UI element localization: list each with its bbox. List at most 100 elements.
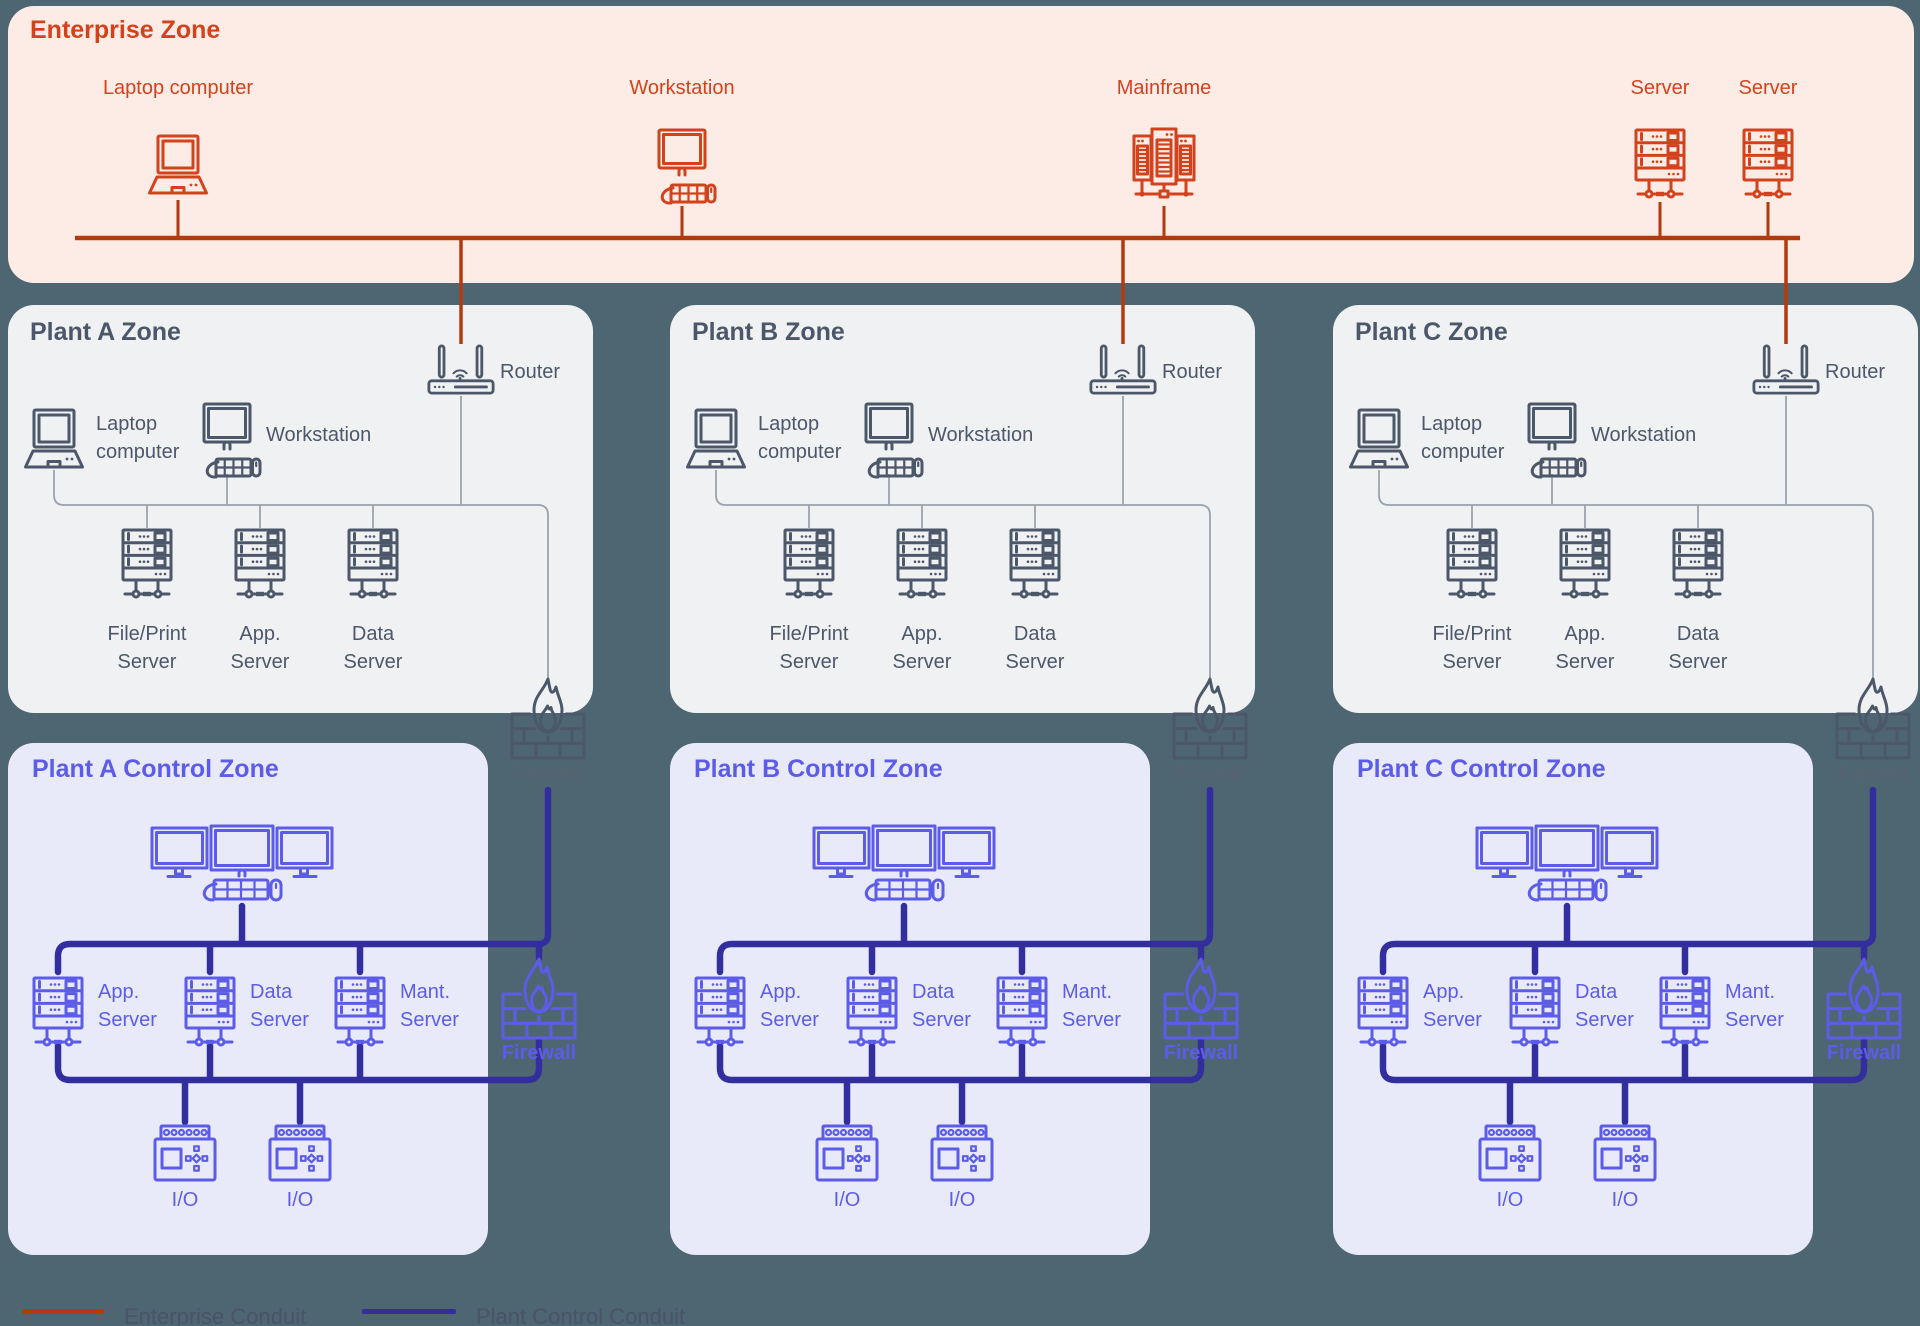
- data-server-icon: [1009, 528, 1061, 599]
- firewall-label: Firewall: [501, 1042, 577, 1064]
- data-server-label-line2: Server: [912, 1009, 971, 1031]
- file-print-server-icon: [1446, 528, 1498, 599]
- app-server-label-line1: App.: [760, 981, 802, 1003]
- io-unit-icon: [1593, 1124, 1657, 1182]
- laptop-label-line2: computer: [1421, 441, 1505, 463]
- file-print-server-label-line1: File/Print: [769, 623, 849, 645]
- workstation-label: Workstation: [928, 424, 1034, 446]
- firewall-label: Firewall: [1175, 763, 1245, 785]
- plant-zone-title: Plant C Zone: [1355, 318, 1508, 346]
- workstation-label: Workstation: [266, 424, 372, 446]
- laptop-label-line1: Laptop: [96, 413, 158, 435]
- io-unit-icon: [268, 1124, 332, 1182]
- file-print-server-label-line1: File/Print: [1432, 623, 1512, 645]
- plant-control-conduit-legend-label: Plant Control Conduit: [476, 1304, 686, 1326]
- firewall-label: Firewall: [1163, 1042, 1239, 1064]
- data-server-icon: [1672, 528, 1724, 599]
- firewall-icon: [510, 676, 586, 762]
- app-server-label-line2: Server: [1555, 651, 1615, 673]
- app-server-label-line1: App.: [1423, 981, 1465, 1003]
- router-icon: [427, 344, 495, 395]
- app-server-label-line1: App.: [901, 623, 943, 645]
- data-server-label-line2: Server: [343, 651, 403, 673]
- mant-server-label-line1: Mant.: [400, 981, 451, 1003]
- plant-zone-title: Plant B Zone: [692, 318, 845, 346]
- enterprise-conduit-legend-label: Enterprise Conduit: [124, 1304, 307, 1326]
- data-server-icon: [347, 528, 399, 599]
- file-print-server-label-line2: Server: [1442, 651, 1502, 673]
- mainframe-icon: [1132, 127, 1196, 199]
- data-server-label-line1: Data: [1575, 981, 1618, 1003]
- mant-server-label-line1: Mant.: [1725, 981, 1776, 1003]
- router-label: Router: [500, 361, 561, 383]
- mant-server-icon: [1659, 976, 1711, 1047]
- firewall-icon: [1835, 676, 1911, 762]
- laptop-label-line1: Laptop: [1421, 413, 1483, 435]
- control-workstation-monitors-icon: [150, 824, 334, 902]
- app-server-label-line2: Server: [892, 651, 952, 673]
- plant-a-zone: [8, 305, 593, 713]
- data-server-label-line1: Data: [351, 623, 395, 645]
- mant-server-label-line1: Mant.: [1062, 981, 1113, 1003]
- file-print-server-icon: [783, 528, 835, 599]
- workstation-icon: [202, 402, 262, 479]
- laptop-icon: [148, 134, 208, 195]
- plant-b-zone: [670, 305, 1255, 713]
- enterprise-zone-title: Enterprise Zone: [30, 16, 221, 44]
- file-print-server-label-line2: Server: [117, 651, 177, 673]
- app-server-label-line2: Server: [230, 651, 290, 673]
- workstation-icon: [1527, 402, 1587, 479]
- io-unit-icon: [930, 1124, 994, 1182]
- mainframe-label: Mainframe: [1116, 77, 1212, 99]
- router-icon: [1752, 344, 1820, 395]
- app-server-label-line2: Server: [1423, 1009, 1482, 1031]
- data-server-label-line2: Server: [1668, 651, 1728, 673]
- firewall-icon: [1826, 956, 1902, 1042]
- server-icon: [1634, 128, 1686, 199]
- server-label: Server: [1630, 77, 1690, 99]
- file-print-server-label-line1: File/Print: [107, 623, 187, 645]
- app-server-icon: [1559, 528, 1611, 599]
- laptop-label-line1: Laptop: [758, 413, 820, 435]
- io-unit-icon: [815, 1124, 879, 1182]
- mant-server-icon: [996, 976, 1048, 1047]
- firewall-label: Firewall: [1838, 763, 1908, 785]
- data-server-label-line1: Data: [1013, 623, 1057, 645]
- io-label: I/O: [948, 1189, 976, 1211]
- mant-server-label-line2: Server: [1062, 1009, 1121, 1031]
- data-server-icon: [184, 976, 236, 1047]
- server-icon: [1742, 128, 1794, 199]
- server-label: Server: [1738, 77, 1798, 99]
- file-print-server-icon: [121, 528, 173, 599]
- io-label: I/O: [171, 1189, 199, 1211]
- app-server-label-line1: App.: [1564, 623, 1606, 645]
- control-zone-title: Plant B Control Zone: [694, 755, 943, 783]
- router-icon: [1089, 344, 1157, 395]
- data-server-icon: [1509, 976, 1561, 1047]
- firewall-label: Firewall: [513, 763, 583, 785]
- app-server-icon: [234, 528, 286, 599]
- app-server-icon: [1357, 976, 1409, 1047]
- app-server-label-line2: Server: [98, 1009, 157, 1031]
- router-label: Router: [1825, 361, 1886, 383]
- plant-b-control-zone: [670, 743, 1150, 1255]
- app-server-icon: [32, 976, 84, 1047]
- app-server-icon: [896, 528, 948, 599]
- plant-zone-title: Plant A Zone: [30, 318, 181, 346]
- control-workstation-monitors-icon: [812, 824, 996, 902]
- control-workstation-monitors-icon: [1475, 824, 1659, 902]
- io-label: I/O: [1496, 1189, 1524, 1211]
- plant-c-zone: [1333, 305, 1918, 713]
- plant-a-control-zone: [8, 743, 488, 1255]
- laptop-label-line2: computer: [96, 441, 180, 463]
- io-label: I/O: [286, 1189, 314, 1211]
- file-print-server-label-line2: Server: [779, 651, 839, 673]
- workstation-icon: [864, 402, 924, 479]
- io-unit-icon: [153, 1124, 217, 1182]
- firewall-label: Firewall: [1826, 1042, 1902, 1064]
- io-label: I/O: [833, 1189, 861, 1211]
- data-server-icon: [846, 976, 898, 1047]
- plant-c-control-zone: [1333, 743, 1813, 1255]
